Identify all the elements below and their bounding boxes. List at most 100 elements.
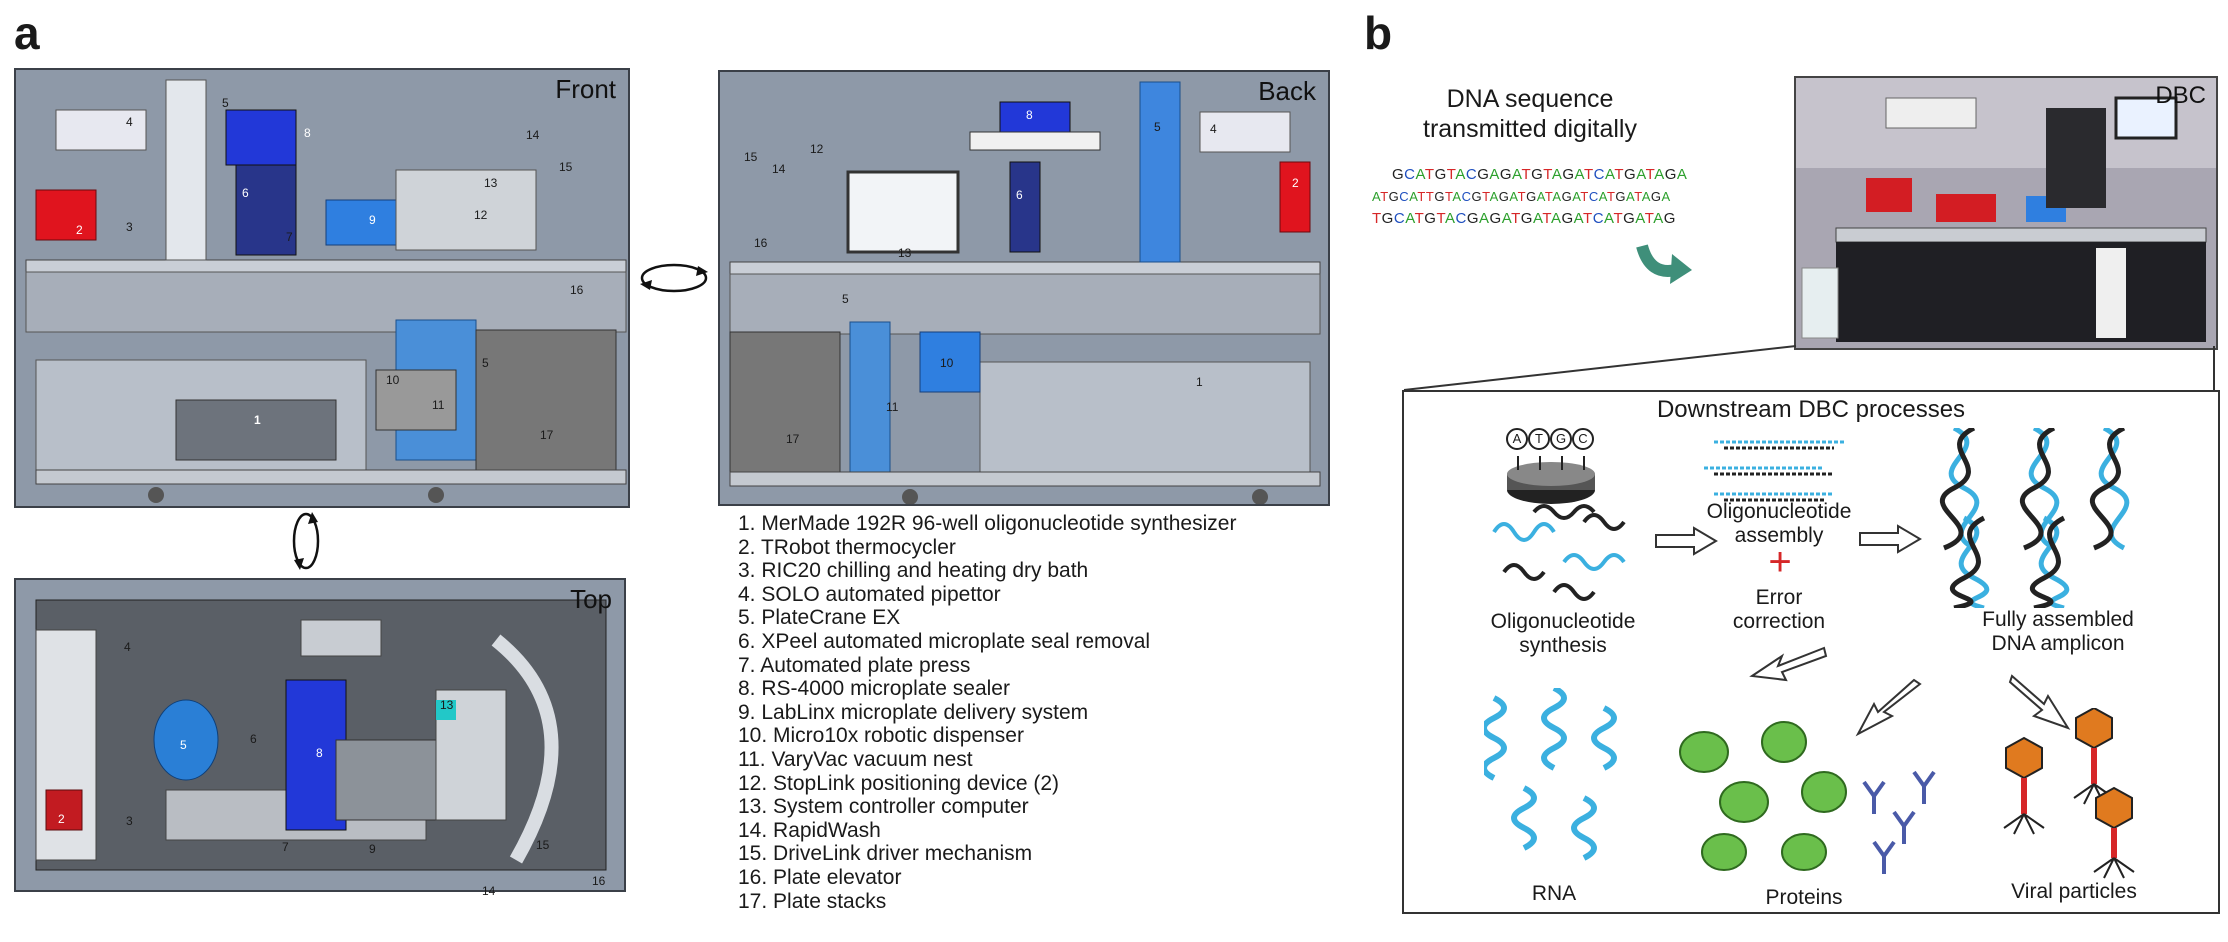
callout-front-8: 8 [304, 126, 311, 140]
callout-back-14: 14 [772, 162, 786, 176]
front-view-drawing [25, 79, 627, 503]
downstream-title: Downstream DBC processes [1656, 396, 1966, 423]
base-t-icon: T [1528, 428, 1550, 450]
callout-top-2: 2 [58, 812, 65, 826]
callout-front-3: 3 [126, 220, 133, 234]
callout-top-15: 15 [536, 838, 550, 852]
base-c-icon: C [1572, 428, 1594, 450]
legend-item: 15. DriveLink driver mechanism [738, 842, 1033, 866]
callout-back-1: 1 [1196, 375, 1203, 389]
dna-amplicon-icon [1939, 428, 2130, 608]
callout-front-14: 14 [526, 128, 540, 142]
legend-item: 2. TRobot thermocycler [738, 535, 956, 559]
sequence-line: GCATGTACGAGATGTAGATCATGATAGA [1392, 166, 1688, 183]
callout-front-5b: 5 [482, 356, 489, 370]
callout-front-6: 6 [242, 186, 249, 200]
callout-top-6: 6 [250, 732, 257, 746]
legend-item: 10. Micro10x robotic dispenser [738, 724, 1024, 748]
base-a-icon: A [1506, 428, 1528, 450]
assembly-caption: Oligonucleotide assembly [1674, 500, 1884, 548]
callout-back-4: 4 [1210, 122, 1217, 136]
callout-top-3: 3 [126, 814, 133, 828]
legend-item: 12. StopLink positioning device (2) [738, 771, 1060, 795]
panel-b-letter: b [1364, 7, 1393, 59]
callout-top-16: 16 [592, 874, 606, 888]
legend-item: 7. Automated plate press [738, 653, 971, 677]
error-caption-line2: correction [1732, 610, 1826, 633]
rotate-horizontal-icon [640, 263, 708, 293]
dna-heading: DNA sequence transmitted digitally [1380, 84, 1680, 144]
viral-particles-icon [2003, 708, 2135, 879]
callout-top-5: 5 [180, 738, 187, 752]
front-view-label: Front [555, 74, 616, 104]
callout-back-12: 12 [810, 142, 824, 156]
callout-front-9: 9 [369, 213, 376, 227]
callout-front-12: 12 [474, 208, 488, 222]
legend-item: 4. SOLO automated pipettor [738, 582, 1001, 606]
legend-item: 8. RS-4000 microplate sealer [738, 677, 1010, 701]
plus-sign: + [1768, 540, 1792, 584]
amplicon-caption: Fully assembled DNA amplicon [1938, 608, 2178, 656]
callout-top-14: 14 [482, 884, 496, 898]
amplicon-caption-line1: Fully assembled [1982, 608, 2134, 631]
sequence-line: TGCATGTACGAGATGATAGATCATGATAG [1372, 210, 1676, 227]
legend-item: 1. MerMade 192R 96-well oligonucleotide … [738, 512, 1237, 535]
legend-item: 11. VaryVac vacuum nest [738, 747, 973, 771]
back-view-label: Back [1258, 76, 1316, 106]
callout-back-13: 13 [898, 246, 912, 260]
dbc-photo: DBC [1794, 76, 2218, 350]
assembly-caption-line2: assembly [1734, 524, 1824, 547]
dna-heading-line2: transmitted digitally [1423, 115, 1637, 143]
proteins-caption: Proteins [1765, 886, 1843, 909]
callout-front-16: 16 [570, 283, 584, 297]
component-legend: 1. MerMade 192R 96-well oligonucleotide … [738, 512, 1298, 913]
synthesis-caption-line1: Oligonucleotide [1490, 610, 1636, 633]
callout-front-2: 2 [76, 223, 83, 237]
front-callouts: 1 2 3 4 5 5 6 7 8 9 10 11 12 13 14 15 16… [14, 68, 626, 504]
panel-a-letter: a [14, 7, 40, 59]
callout-top-13: 13 [440, 698, 454, 712]
callout-back-15: 15 [744, 150, 758, 164]
arrow-to-proteins-icon [1855, 678, 1922, 737]
callout-front-13: 13 [484, 176, 498, 190]
top-view: Top [14, 578, 626, 892]
callout-back-2: 2 [1292, 176, 1299, 190]
callout-front-10: 10 [386, 373, 400, 387]
rna-caption: RNA [1531, 882, 1577, 905]
callout-back-8: 8 [1026, 108, 1033, 122]
error-correction-caption: Error correction [1674, 586, 1884, 634]
zoom-lines [1403, 345, 2215, 391]
callout-back-16: 16 [754, 236, 768, 250]
callout-back-10: 10 [940, 356, 954, 370]
amplicon-caption-line2: DNA amplicon [1991, 632, 2125, 655]
legend-item: 16. Plate elevator [738, 865, 902, 889]
synthesis-caption: Oligonucleotide synthesis [1458, 610, 1668, 658]
callout-back-5a: 5 [1154, 120, 1161, 134]
arrow-to-rna-icon [1749, 646, 1828, 682]
arrow-synthesis-to-assembly-icon [1655, 526, 1718, 556]
base-g-icon: G [1550, 428, 1572, 450]
legend-item: 17. Plate stacks [738, 889, 887, 913]
proteins-icon [1679, 721, 1936, 874]
top-view-label: Top [570, 584, 612, 614]
top-view-drawing [35, 599, 607, 871]
callout-top-4: 4 [124, 640, 131, 654]
legend-item: 14. RapidWash [738, 818, 881, 842]
legend-item: 13. System controller computer [738, 795, 1029, 819]
legend-item: 5. PlateCrane EX [738, 606, 901, 630]
downstream-box: Downstream DBC processes A T G C Oligonu… [1402, 390, 2220, 914]
synthesis-caption-line2: synthesis [1519, 634, 1607, 657]
legend-item: 6. XPeel automated microplate seal remov… [738, 629, 1151, 653]
dbc-photo-label: DBC [2155, 82, 2206, 109]
callout-front-1: 1 [254, 413, 261, 427]
callout-back-17: 17 [786, 432, 800, 446]
sequence-line: ATGCATTGTACGTAGATGATAGATCATGATAGA [1372, 189, 1671, 204]
callout-back-5b: 5 [842, 292, 849, 306]
legend-item: 9. LabLinx microplate delivery system [738, 700, 1089, 724]
callout-front-5a: 5 [222, 96, 229, 110]
callout-front-4: 4 [126, 115, 133, 129]
callout-front-15: 15 [559, 160, 573, 174]
dbc-photo-drawing [1796, 78, 2216, 348]
rotate-vertical-icon [292, 512, 320, 570]
back-view: Back [718, 70, 1330, 506]
